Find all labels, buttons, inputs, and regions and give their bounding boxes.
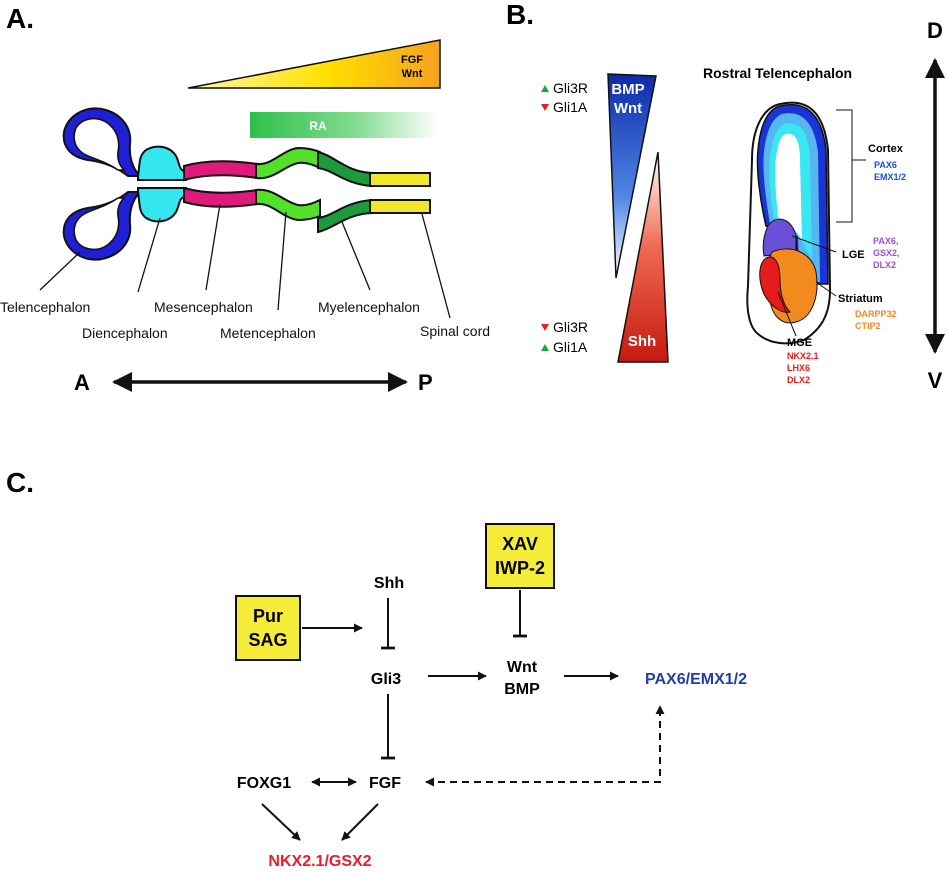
ra-label: RA <box>309 119 327 133</box>
wnt-label-b: Wnt <box>614 100 642 117</box>
mge-marker-dlx2: DLX2 <box>787 375 810 385</box>
xav-label: XAV <box>502 534 538 554</box>
bmp-node: BMP <box>504 681 540 698</box>
wnt-label: Wnt <box>402 68 423 80</box>
pur-label: Pur <box>253 606 283 626</box>
pathway-nodes: Shh Gli3 Wnt BMP PAX6/EMX1/2 FOXG1 FGF N… <box>237 575 747 870</box>
metencephalon-label: Metencephalon <box>220 325 316 341</box>
shh-gradient: Shh <box>617 151 669 363</box>
dorsal-gli1a: Gli1A <box>553 99 588 115</box>
mge-region <box>759 256 791 313</box>
cortex-bracket <box>836 109 853 223</box>
telencephalon-section <box>746 101 832 345</box>
diencephalon-label: Diencephalon <box>82 325 168 341</box>
lge-annotation: LGE PAX6, GSX2, DLX2 <box>842 236 900 270</box>
up-arrow-icon <box>541 344 549 351</box>
metencephalon-lower <box>255 188 321 222</box>
down-arrow-icon <box>541 104 549 111</box>
nkx21-gsx2-node: NKX2.1/GSX2 <box>268 853 371 870</box>
mge-marker-lhx6: LHX6 <box>787 363 810 373</box>
striatum-label: Striatum <box>838 293 883 305</box>
ventral-gli3r: Gli3R <box>553 319 588 335</box>
region-leader-lines <box>39 203 451 319</box>
cortex-annotation: Cortex PAX6 EMX1/2 <box>868 143 906 182</box>
fgf-label: FGF <box>401 54 423 66</box>
drug-box-pur-sag: Pur SAG <box>235 595 301 661</box>
foxg1-node: FOXG1 <box>237 775 291 792</box>
axis-d-label: D <box>927 18 943 43</box>
mge-label: MGE <box>787 337 812 349</box>
panel-b-label: B. <box>506 0 534 30</box>
mesencephalon-lower <box>183 186 259 208</box>
myelencephalon-upper <box>317 150 373 188</box>
dorsal-gli-labels: Gli3R Gli1A <box>541 80 588 115</box>
section-leader-lines <box>777 109 866 337</box>
axis-p-label: P <box>418 370 433 395</box>
myelencephalon-lower <box>317 198 373 234</box>
section-title: Rostral Telencephalon <box>703 65 852 81</box>
lge-marker-dlx2: DLX2 <box>873 260 896 270</box>
telencephalon-label: Telencephalon <box>0 299 90 315</box>
down-arrow-icon <box>541 324 549 331</box>
anterior-posterior-axis: A P <box>74 370 433 395</box>
gli3-node: Gli3 <box>371 671 401 688</box>
ventral-gli1a: Gli1A <box>553 339 588 355</box>
panel-c-label: C. <box>6 467 34 498</box>
lge-label: LGE <box>842 249 865 261</box>
mge-marker-nkx21: NKX2.1 <box>787 351 819 361</box>
striatum-marker-darpp32: DARPP32 <box>855 309 897 319</box>
bmp-label: BMP <box>611 81 644 98</box>
myelencephalon-label: Myelencephalon <box>318 299 420 315</box>
dorsal-ventral-axis: D V <box>925 18 945 393</box>
mesencephalon-label: Mesencephalon <box>154 299 253 315</box>
cortex-marker-emx: EMX1/2 <box>874 172 906 182</box>
up-arrow-icon <box>541 85 549 92</box>
lge-marker-pax6: PAX6, <box>873 236 898 246</box>
ra-gradient: RA <box>250 112 438 138</box>
axis-a-label: A <box>74 370 90 395</box>
pax6-emx-node: PAX6/EMX1/2 <box>645 671 747 688</box>
neural-tube <box>62 107 431 261</box>
mge-annotation: MGE NKX2.1 LHX6 DLX2 <box>787 337 819 385</box>
bmp-wnt-gradient: BMP Wnt <box>607 73 657 279</box>
mesencephalon-upper <box>183 160 259 182</box>
metencephalon-upper <box>255 146 321 180</box>
foxg1-to-nkx-arrow <box>261 803 301 841</box>
diencephalon-upper <box>137 145 187 181</box>
spinal-cord-upper <box>369 172 431 187</box>
fgf-to-nkx-arrow <box>341 803 379 841</box>
diencephalon-lower <box>137 187 187 223</box>
dorsal-gli3r: Gli3R <box>553 80 588 96</box>
fgf-pax6-dashed-arrow <box>425 705 665 787</box>
striatum-annotation: Striatum DARPP32 CTIP2 <box>838 293 897 331</box>
ventral-gli-labels: Gli3R Gli1A <box>541 319 588 355</box>
cortex-label: Cortex <box>868 143 904 155</box>
spinal-cord-label: Spinal cord <box>420 323 490 339</box>
shh-node: Shh <box>374 575 404 592</box>
region-labels: Telencephalon Diencephalon Mesencephalon… <box>0 299 490 341</box>
pathway-edges <box>261 590 665 841</box>
ventricle <box>775 133 802 240</box>
lge-marker-gsx2: GSX2, <box>873 248 900 258</box>
fgf-wnt-gradient: FGF Wnt <box>187 39 441 89</box>
striatum-marker-ctip2: CTIP2 <box>855 321 881 331</box>
panel-a-label: A. <box>6 3 34 34</box>
sag-label: SAG <box>248 630 287 650</box>
axis-v-label: V <box>928 368 943 393</box>
wnt-node: Wnt <box>507 659 538 676</box>
fgf-node: FGF <box>369 775 401 792</box>
drug-box-xav-iwp2: XAV IWP-2 <box>485 523 555 589</box>
spinal-cord-lower <box>369 199 431 214</box>
cortex-marker-pax6: PAX6 <box>874 160 897 170</box>
iwp2-label: IWP-2 <box>495 558 545 578</box>
shh-gradient-label: Shh <box>628 333 656 350</box>
